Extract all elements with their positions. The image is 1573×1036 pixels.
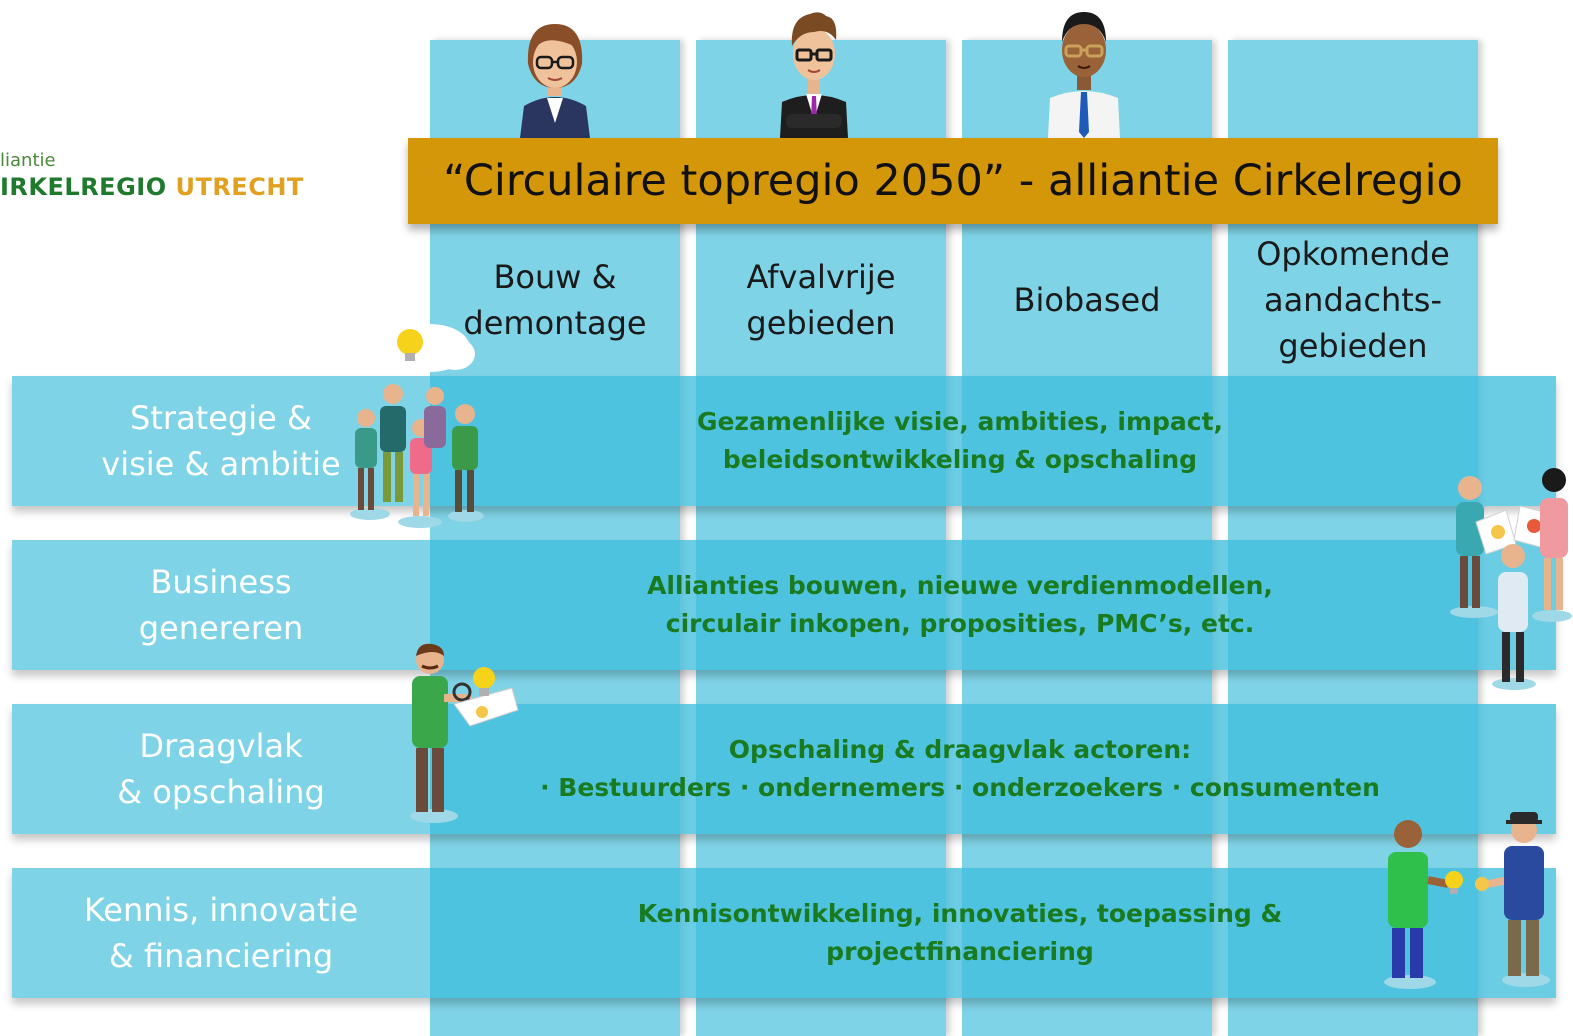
- row-text-draagvlak: Opschaling & draagvlak actoren: · Bestuu…: [540, 735, 1380, 802]
- row-label-business: Business genereren: [12, 540, 430, 670]
- column-label-opkomende: Opkomende aandachts- gebieden: [1256, 235, 1450, 365]
- logo-bottom-text: IRKELREGIO UTRECHT: [0, 173, 304, 201]
- man-magnifier-icon: [410, 643, 519, 823]
- row-label-kennis: Kennis, innovatie & financiering: [12, 868, 430, 998]
- column-label-bouw: Bouw & demontage: [463, 258, 647, 342]
- woman-avatar-icon: [520, 24, 590, 138]
- logo-orange-text: UTRECHT: [175, 173, 304, 201]
- column-label-biobased: Biobased: [1013, 281, 1161, 319]
- column-label-afvalvrije: Afvalvrije gebieden: [746, 258, 896, 342]
- man-avatar-icon: [1048, 12, 1120, 138]
- businessman-avatar-icon: [780, 12, 848, 138]
- banner-title: “Circulaire topregio 2050” - alliantie C…: [408, 138, 1498, 224]
- row-label-draagvlak: Draagvlak & opschaling: [12, 704, 430, 834]
- row-text-kennis: Kennisontwikkeling, innovaties, toepassi…: [637, 899, 1283, 966]
- row-text-strategie: Gezamenlijke visie, ambities, impact, be…: [696, 407, 1224, 474]
- people-group-lightbulb-icon: [350, 324, 484, 528]
- row-text-business: Allianties bouwen, nieuwe verdienmodelle…: [647, 571, 1273, 638]
- cirkelregio-logo: liantie IRKELREGIO UTRECHT: [0, 150, 304, 201]
- logo-green-text: IRKELREGIO: [0, 173, 167, 201]
- people-handshake-icon: [1384, 812, 1550, 989]
- people-exchange-icon: [1450, 468, 1572, 690]
- logo-top-text: liantie: [0, 150, 56, 171]
